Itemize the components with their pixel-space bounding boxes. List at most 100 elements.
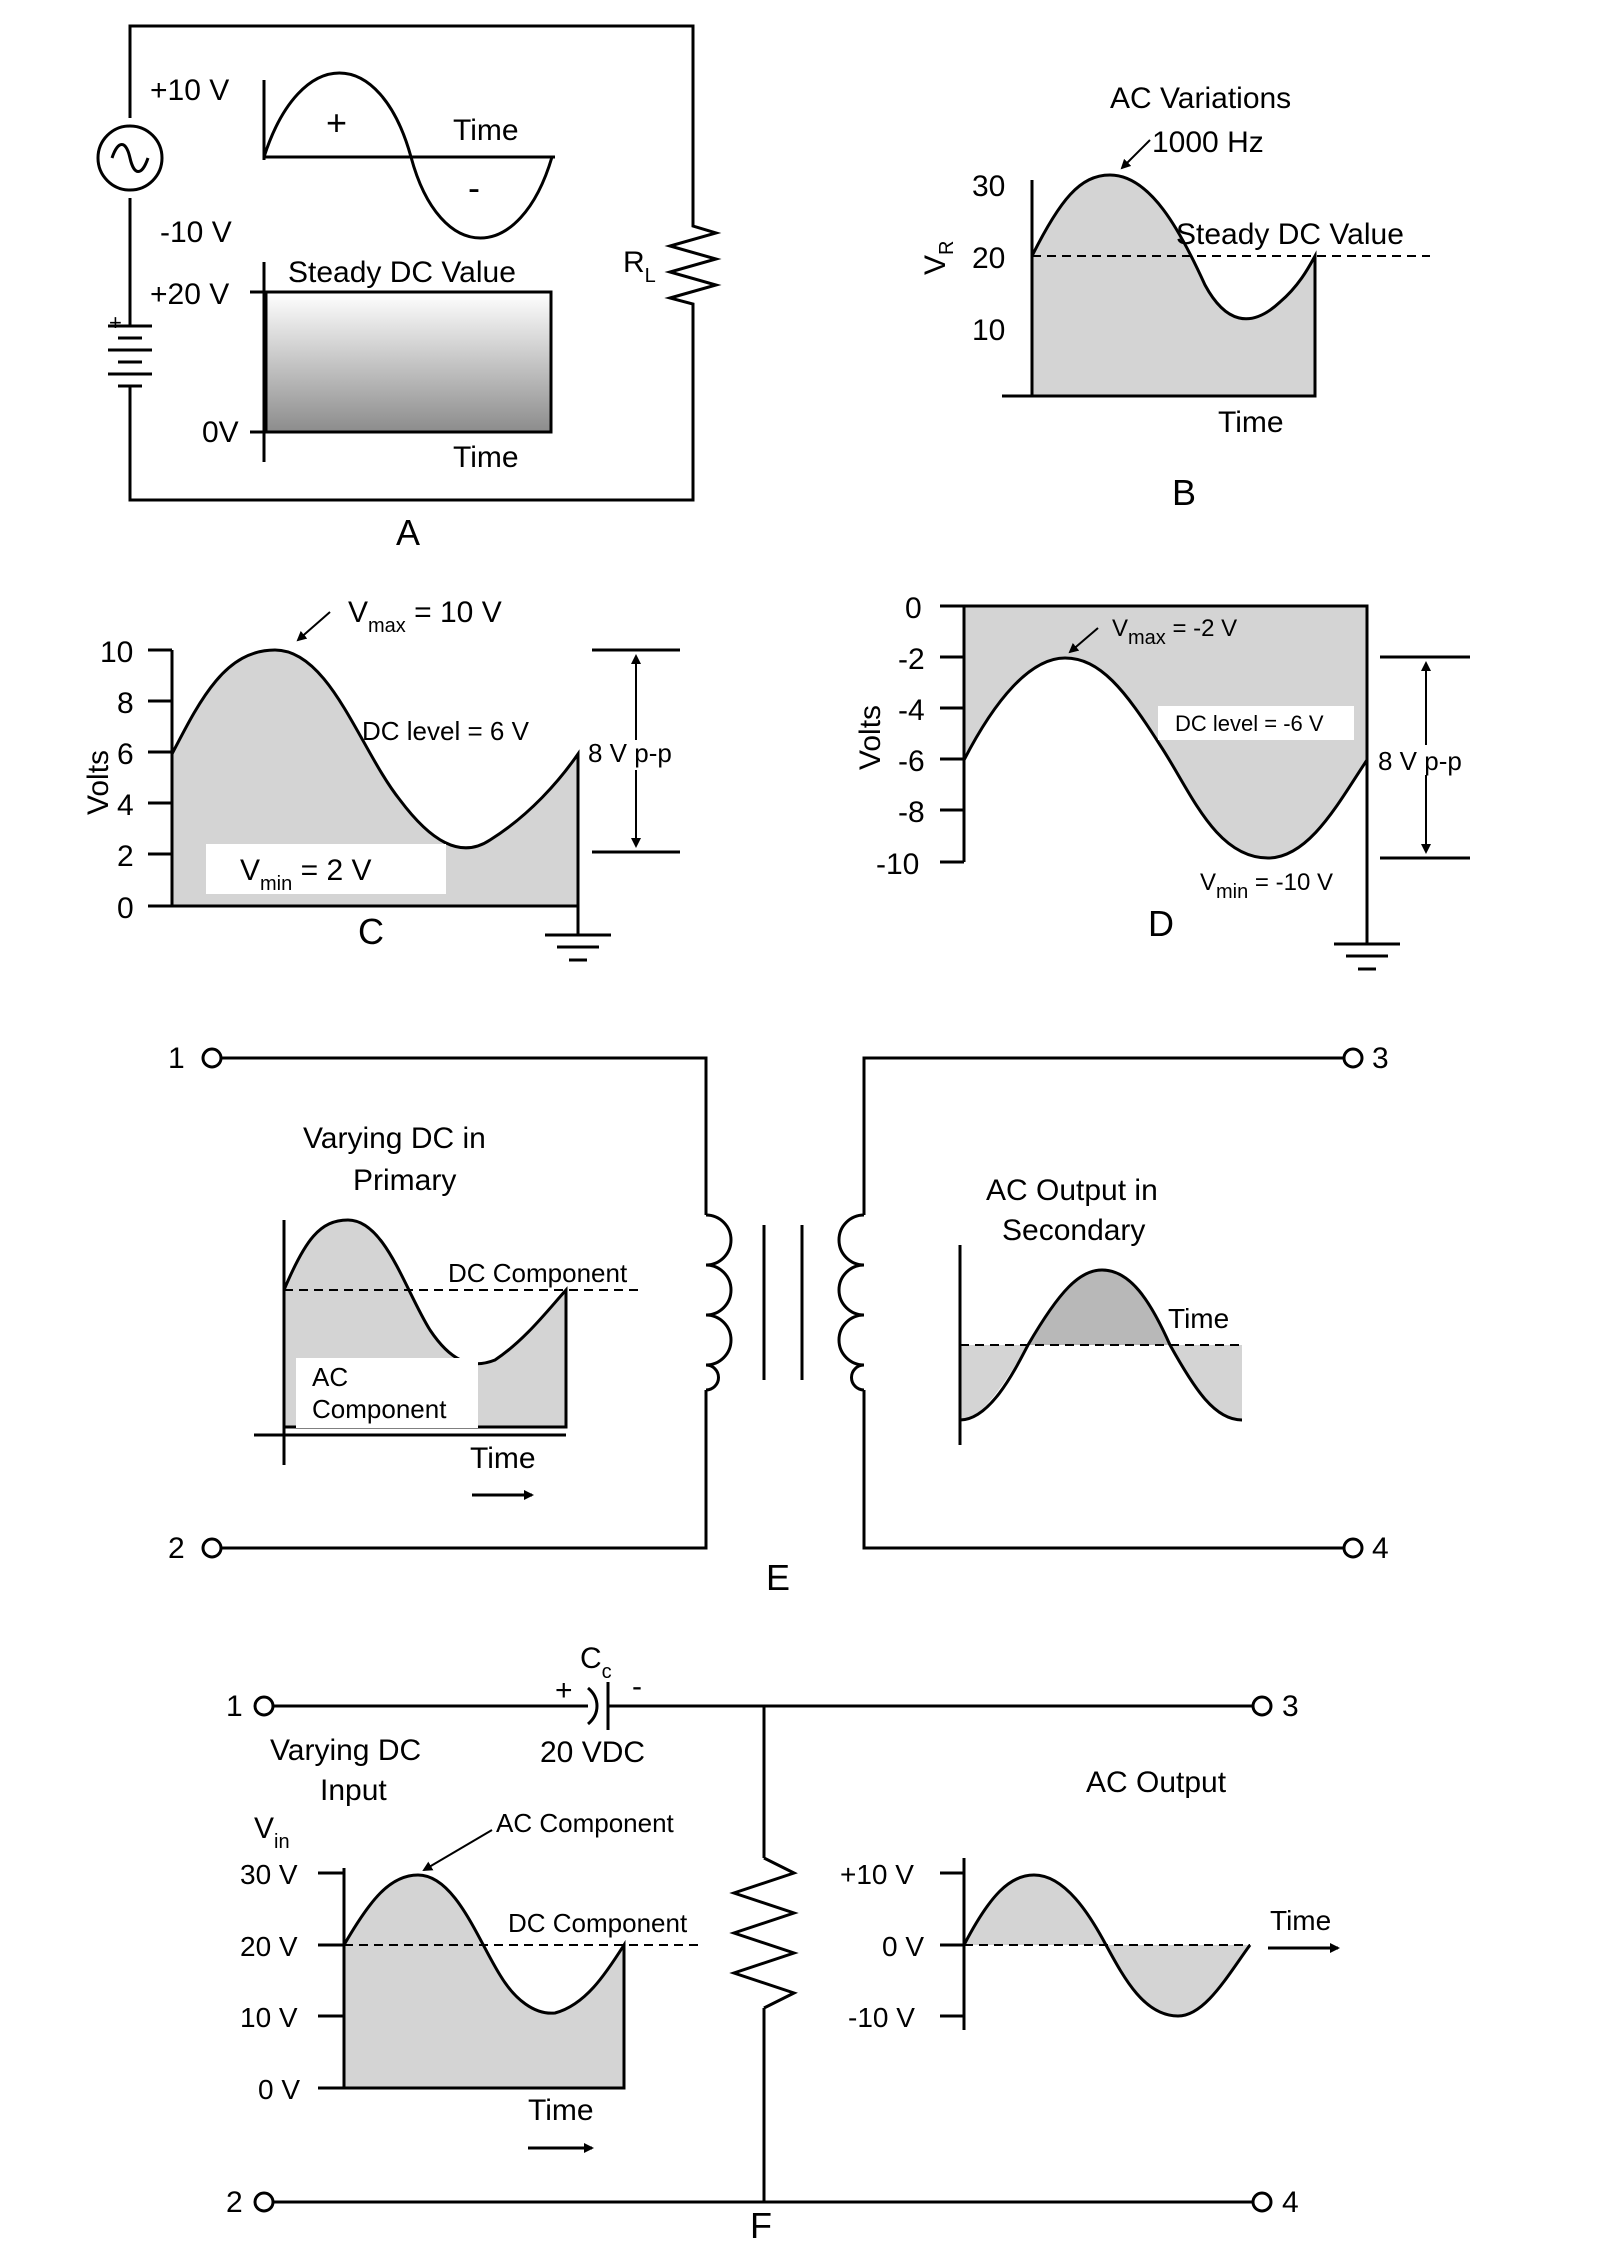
- f-resistor-icon: [729, 1856, 799, 2010]
- f-term-1-label: 1: [226, 1690, 243, 1723]
- secondary-coil-icon: [837, 1213, 865, 1392]
- f-cap-label: Cc: [580, 1642, 612, 1683]
- c-tick-2: 2: [117, 840, 134, 873]
- battery-plus: +: [109, 310, 122, 335]
- e-time-primary: Time: [470, 1442, 536, 1475]
- e-primary-title-2: Primary: [353, 1164, 456, 1197]
- primary-coil-icon: [705, 1213, 733, 1392]
- e-secondary-neg-area-2: [1170, 1345, 1242, 1420]
- ac-time-label: Time: [453, 114, 519, 147]
- b-steady-label: Steady DC Value: [1176, 218, 1404, 251]
- f-in-tick-0: 0 V: [258, 2074, 300, 2105]
- b-frequency: 1000 Hz: [1152, 126, 1264, 159]
- d-ground-icon: [1334, 760, 1400, 971]
- f-term-3-label: 3: [1282, 1690, 1299, 1723]
- e-secondary-pos-area: [1028, 1270, 1170, 1345]
- d-vmin-label: Vmin = -10 V: [1200, 869, 1333, 903]
- f-in-tick-30: 30 V: [240, 1859, 298, 1890]
- c-waveform-area: [170, 648, 580, 908]
- f-terminal-2: [253, 2191, 275, 2213]
- ac-bottom-label: -10 V: [160, 216, 232, 249]
- e-ac-component-box: [296, 1358, 478, 1428]
- e-term-1-label: 1: [168, 1042, 185, 1075]
- f-terminal-3: [1251, 1695, 1273, 1717]
- f-vin-label: Vin: [254, 1812, 290, 1853]
- d-dc-level: DC level = -6 V: [1175, 711, 1324, 736]
- ac-source-icon: [96, 118, 164, 198]
- f-in-tick-20: 20 V: [240, 1931, 298, 1962]
- d-tick-m4: -4: [898, 694, 925, 727]
- e-term-2-label: 2: [168, 1532, 185, 1565]
- c-vmax-arrow: [296, 611, 331, 642]
- e-secondary-title-1: AC Output in: [986, 1174, 1158, 1207]
- f-output-sine: [962, 1873, 1252, 2018]
- load-label: RL: [623, 246, 656, 287]
- panel-a: + RL +10 V -10 V + - Time Steady DC Valu…: [96, 24, 722, 553]
- b-tick-30: 30: [972, 170, 1005, 203]
- c-tick-4: 4: [117, 789, 134, 822]
- d-tick-m8: -8: [898, 796, 925, 829]
- b-y-label: VR: [919, 241, 958, 275]
- e-primary-title-1: Varying DC in: [303, 1122, 486, 1155]
- panel-c: 10 8 6 4 2 0 Volts Vmax = 10 V DC level …: [82, 596, 680, 962]
- dc-top-label: +20 V: [150, 278, 229, 311]
- f-ac-component: AC Component: [496, 1808, 675, 1838]
- c-tick-8: 8: [117, 687, 134, 720]
- f-out-tick-m10: -10 V: [848, 2002, 915, 2033]
- f-out-tick-0: 0 V: [882, 1931, 924, 1962]
- panel-f: 1 2 3 4 Cc + - 20 VDC Varying DC Input V…: [226, 1642, 1340, 2246]
- panel-e-label: E: [766, 1557, 790, 1598]
- f-in-tick-10: 10 V: [240, 2002, 298, 2033]
- panel-b-label: B: [1172, 472, 1196, 513]
- f-term-2-label: 2: [226, 2186, 243, 2219]
- b-time-label: Time: [1218, 406, 1284, 439]
- f-terminal-4: [1251, 2191, 1273, 2213]
- f-cap-plus: +: [555, 1674, 573, 1707]
- c-y-label: Volts: [82, 750, 115, 815]
- ac-minus-label: -: [468, 167, 480, 208]
- f-ac-component-arrow: [422, 1829, 493, 1872]
- dc-bottom-label: 0V: [202, 416, 239, 449]
- e-terminal-1: [201, 1047, 223, 1069]
- e-dc-component: DC Component: [448, 1258, 628, 1288]
- d-vmax-label: Vmax = -2 V: [1112, 615, 1237, 649]
- d-tick-m2: -2: [898, 643, 925, 676]
- f-terminal-1: [253, 1695, 275, 1717]
- e-terminal-2: [201, 1537, 223, 1559]
- panel-b: 30 20 10 VR AC Variations 1000 Hz Steady…: [919, 82, 1430, 513]
- c-pp-label: 8 V p-p: [588, 738, 672, 768]
- d-tick-m10: -10: [876, 848, 919, 881]
- e-term-4-label: 4: [1372, 1532, 1389, 1565]
- e-secondary-sine: [959, 1268, 1243, 1422]
- e-secondary-title-2: Secondary: [1002, 1214, 1145, 1247]
- f-cap-minus: -: [632, 1670, 642, 1703]
- f-input-title-2: Input: [320, 1774, 387, 1807]
- dc-steady-block: [264, 290, 553, 434]
- panel-a-label: A: [396, 512, 420, 553]
- ac-top-label: +10 V: [150, 74, 229, 107]
- b-tick-20: 20: [972, 242, 1005, 275]
- dc-steady-title: Steady DC Value: [288, 256, 516, 289]
- capacitor-curved-plate: [586, 1686, 599, 1726]
- d-tick-m6: -6: [898, 745, 925, 778]
- ac-plus-label: +: [326, 102, 347, 143]
- f-cap-voltage: 20 VDC: [540, 1736, 645, 1769]
- panel-e: 1 2 3 4 Varying DC in Primary DC Compone…: [168, 1042, 1389, 1598]
- f-time-out: Time: [1270, 1905, 1331, 1936]
- e-terminal-3: [1342, 1047, 1364, 1069]
- e-terminal-4: [1342, 1537, 1364, 1559]
- c-ground-icon: [545, 754, 611, 962]
- panel-f-label: F: [750, 2205, 772, 2246]
- e-secondary-neg-area-1: [960, 1345, 1028, 1420]
- d-y-label: Volts: [854, 705, 887, 770]
- ac-sine-wave: [262, 71, 554, 240]
- f-out-tick-p10: +10 V: [840, 1859, 914, 1890]
- d-tick-0: 0: [905, 592, 922, 625]
- panel-d-label: D: [1148, 903, 1174, 944]
- f-time-in: Time: [528, 2094, 594, 2127]
- f-output-title: AC Output: [1086, 1766, 1227, 1799]
- e-term-3-label: 3: [1372, 1042, 1389, 1075]
- c-tick-0: 0: [117, 892, 134, 925]
- b-freq-arrow: [1120, 139, 1151, 170]
